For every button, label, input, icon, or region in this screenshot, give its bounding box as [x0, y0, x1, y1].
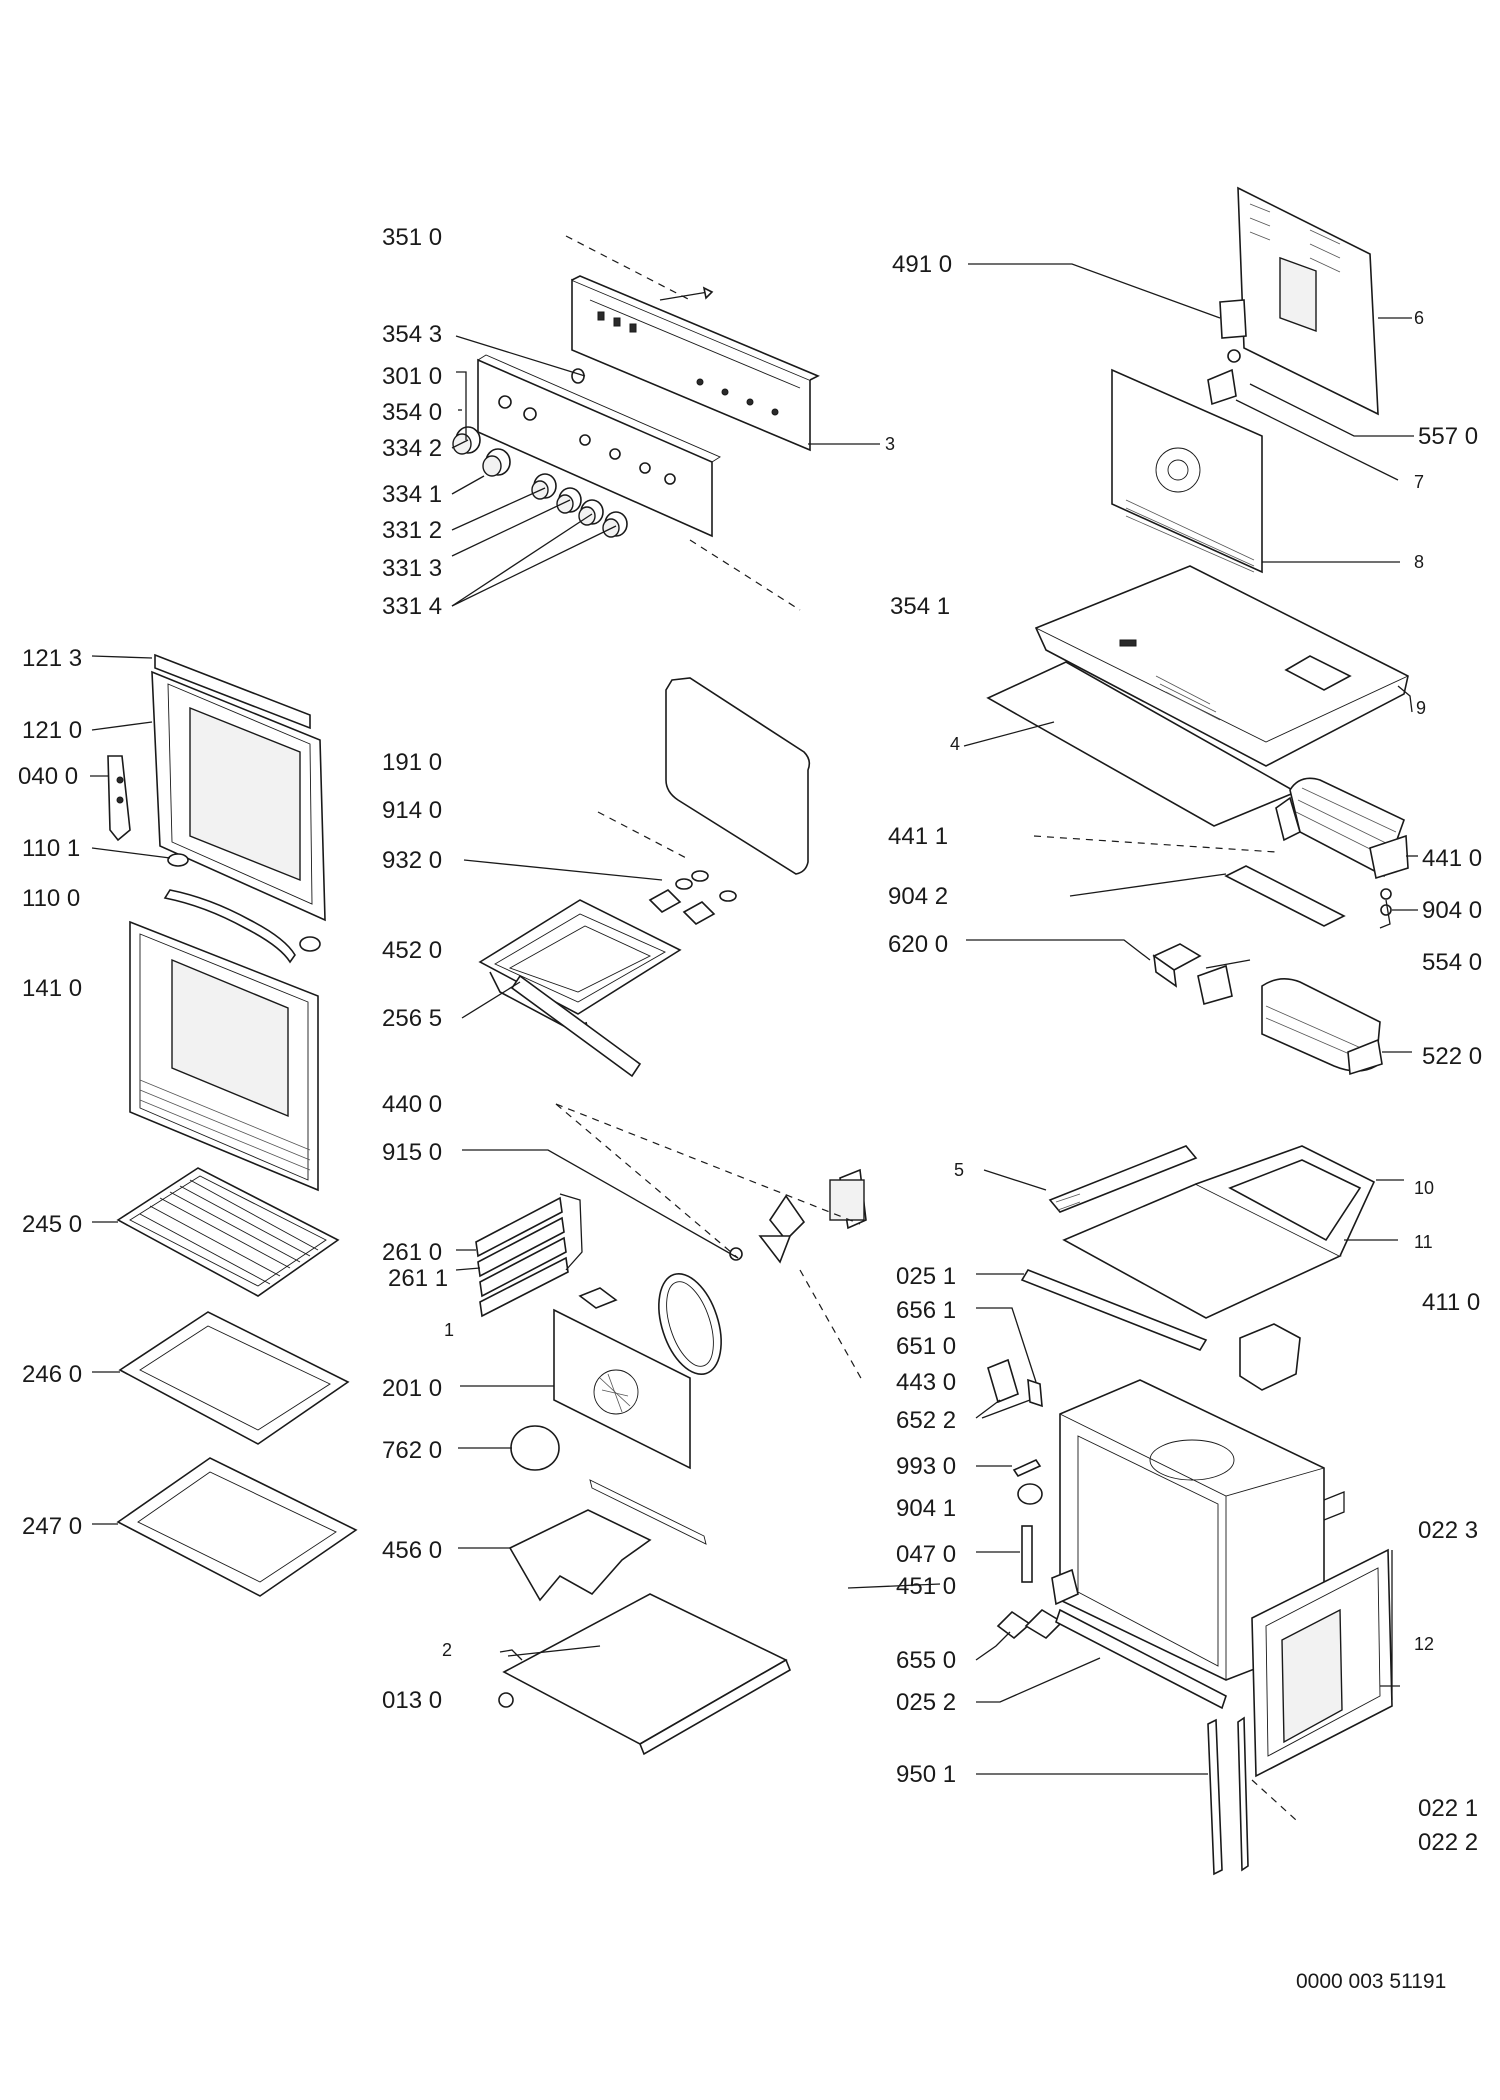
label-246-0: 246 0: [22, 1361, 82, 1388]
label-452-0: 452 0: [382, 937, 442, 964]
label-354-3: 354 3: [382, 321, 442, 348]
label-354-1: 354 1: [890, 593, 950, 620]
label-2: 2: [442, 1640, 452, 1660]
label-762-0: 762 0: [382, 1437, 442, 1464]
shelves: [92, 1167, 358, 1597]
label-10: 10: [1414, 1178, 1434, 1198]
label-331-2: 331 2: [382, 517, 442, 544]
label-904-0: 904 0: [1422, 897, 1482, 924]
label-022-1: 022 1: [1418, 1795, 1478, 1822]
label-201-0: 201 0: [382, 1375, 442, 1402]
label-247-0: 247 0: [22, 1513, 82, 1540]
label-441-0: 441 0: [1422, 845, 1482, 872]
label-491-0: 491 0: [892, 251, 952, 278]
label-9: 9: [1416, 698, 1426, 718]
label-932-0: 932 0: [382, 847, 442, 874]
label-261-0: 261 0: [382, 1239, 442, 1266]
label-914-0: 914 0: [382, 797, 442, 824]
label-620-0: 620 0: [888, 931, 948, 958]
label-557-0: 557 0: [1418, 423, 1478, 450]
label-334-1: 334 1: [382, 481, 442, 508]
label-522-0: 522 0: [1422, 1043, 1482, 1070]
label-040-0: 040 0: [18, 763, 78, 790]
label-022-3: 022 3: [1418, 1517, 1478, 1544]
label-191-0: 191 0: [382, 749, 442, 776]
part-labels: 351 0 354 3 301 0 354 0 334 2 334 1 331 …: [18, 224, 1482, 1993]
oven-cavity-assembly: [975, 1145, 1404, 1876]
label-110-0: 110 0: [22, 885, 80, 912]
label-351-0: 351 0: [382, 224, 442, 251]
label-6: 6: [1414, 308, 1424, 328]
label-013-0: 013 0: [382, 1687, 442, 1714]
label-656-1: 656 1: [896, 1297, 956, 1324]
label-110-1: 110 1: [22, 835, 80, 862]
label-121-0: 121 0: [22, 717, 82, 744]
label-141-0: 141 0: [22, 975, 82, 1002]
rear-panel-assembly: [963, 186, 1418, 1076]
center-parts: [455, 677, 941, 1756]
label-440-0: 440 0: [382, 1091, 442, 1118]
label-651-0: 651 0: [896, 1333, 956, 1360]
label-1: 1: [444, 1320, 454, 1340]
label-5: 5: [954, 1160, 964, 1180]
label-652-2: 652 2: [896, 1407, 956, 1434]
label-8: 8: [1414, 552, 1424, 572]
label-121-3: 121 3: [22, 645, 82, 672]
drawing-reference-number: 0000 003 51191: [1296, 1970, 1446, 1993]
label-7: 7: [1414, 472, 1424, 492]
label-4: 4: [950, 734, 960, 754]
label-12: 12: [1414, 1634, 1434, 1654]
label-331-3: 331 3: [382, 555, 442, 582]
label-331-4: 331 4: [382, 593, 442, 620]
label-3: 3: [885, 434, 895, 454]
label-441-1: 441 1: [888, 823, 948, 850]
label-245-0: 245 0: [22, 1211, 82, 1238]
label-456-0: 456 0: [382, 1537, 442, 1564]
label-950-1: 950 1: [896, 1761, 956, 1788]
label-11: 11: [1414, 1232, 1433, 1252]
label-261-1: 261 1: [388, 1265, 448, 1292]
label-301-0: 301 0: [382, 363, 442, 390]
label-025-1: 025 1: [896, 1263, 956, 1290]
label-451-0: 451 0: [896, 1573, 956, 1600]
label-411-0: 411 0: [1422, 1289, 1480, 1316]
label-904-1: 904 1: [896, 1495, 956, 1522]
label-655-0: 655 0: [896, 1647, 956, 1674]
control-panel-assembly: [451, 235, 880, 611]
label-993-0: 993 0: [896, 1453, 956, 1480]
label-022-2: 022 2: [1418, 1829, 1478, 1856]
label-904-2: 904 2: [888, 883, 948, 910]
label-047-0: 047 0: [896, 1541, 956, 1568]
label-025-2: 025 2: [896, 1689, 956, 1716]
door-assembly: [90, 653, 326, 1192]
label-354-0: 354 0: [382, 399, 442, 426]
label-915-0: 915 0: [382, 1139, 442, 1166]
label-554-0: 554 0: [1422, 949, 1482, 976]
label-334-2: 334 2: [382, 435, 442, 462]
label-443-0: 443 0: [896, 1369, 956, 1396]
label-256-5: 256 5: [382, 1005, 442, 1032]
